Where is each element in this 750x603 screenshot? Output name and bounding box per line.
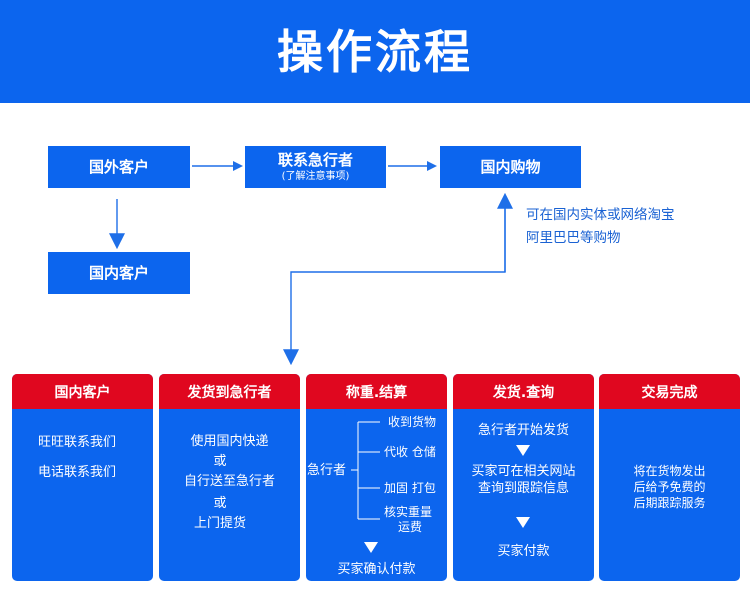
branch-item: 代收 仓储	[384, 445, 436, 459]
card-title: 国内客户	[12, 374, 153, 409]
card-line: 查询到跟踪信息	[477, 481, 569, 496]
card-line: 或	[213, 496, 227, 511]
domestic-customer-box: 国内客户	[48, 252, 190, 294]
card-footer: 买家确认付款	[337, 562, 416, 577]
card-title: 发货.查询	[453, 374, 594, 409]
card-line: 买家付款	[497, 544, 550, 559]
card-title: 交易完成	[599, 374, 740, 409]
shopping-note-line: 阿里巴巴等购物	[526, 230, 621, 246]
down-arrow-icon	[516, 445, 530, 456]
domestic-shopping-label: 国内购物	[480, 158, 541, 176]
card-line: 或	[213, 454, 227, 469]
card-line: 后期跟踪服务	[633, 496, 706, 510]
shopping-note-line: 可在国内实体或网络淘宝	[526, 207, 675, 223]
arrow-shopping-loop	[283, 203, 506, 366]
down-arrow-icon	[516, 517, 530, 528]
branch-item: 运费	[398, 520, 423, 534]
contact-title: 联系急行者	[277, 151, 353, 169]
card-ship-query: 发货.查询 急行者开始发货 买家可在相关网站 查询到跟踪信息 买家付款	[453, 374, 594, 581]
card-line: 旺旺联系我们	[38, 435, 117, 450]
card-line: 买家可在相关网站	[471, 464, 576, 479]
card-line: 自行送至急行者	[183, 474, 275, 489]
card-domestic-customer: 国内客户 旺旺联系我们 电话联系我们	[12, 374, 153, 581]
card-line: 将在货物发出	[633, 464, 706, 478]
card-line: 使用国内快递	[190, 434, 269, 449]
foreign-customer-box: 国外客户	[48, 146, 190, 188]
page-title: 操作流程	[277, 25, 473, 79]
card-line: 上门提货	[193, 516, 246, 531]
branch-item: 加固 打包	[384, 481, 436, 495]
card-ship-to-company: 发货到急行者 使用国内快递 或 自行送至急行者 或 上门提货	[159, 374, 300, 581]
card-transaction-complete: 交易完成 将在货物发出 后给予免费的 后期跟踪服务	[599, 374, 740, 581]
card-line: 后给予免费的	[633, 480, 706, 494]
domestic-shopping-box: 国内购物	[440, 146, 581, 188]
card-line: 电话联系我们	[38, 465, 117, 480]
domestic-customer-label: 国内客户	[88, 264, 149, 282]
contact-subtitle: (了解注意事项)	[281, 171, 350, 182]
contact-box: 联系急行者 (了解注意事项)	[245, 146, 386, 188]
branch-item: 核实重量	[384, 505, 433, 519]
foreign-customer-label: 国外客户	[88, 158, 149, 176]
card-title: 称重.结算	[306, 374, 447, 409]
down-arrow-icon	[364, 542, 378, 553]
header-banner: 操作流程	[0, 0, 750, 103]
shopping-note: 可在国内实体或网络淘宝 阿里巴巴等购物	[526, 204, 675, 250]
card-title: 发货到急行者	[159, 374, 300, 409]
card-weigh-settle: 称重.结算 急行者 收到货物 代收 仓储 加固 打包 核实重量 运费 买家确认付…	[306, 374, 447, 581]
card-line: 急行者开始发货	[477, 423, 569, 438]
branch-bracket	[351, 421, 380, 520]
weigh-root-label: 急行者	[307, 463, 347, 478]
branch-item: 收到货物	[388, 415, 437, 429]
